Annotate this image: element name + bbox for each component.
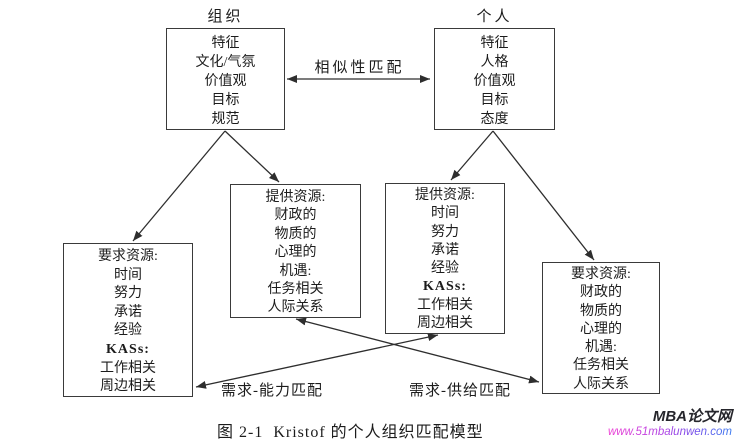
- figure-caption: 图 2-1 Kristof 的个人组织匹配模型: [217, 424, 484, 441]
- similarity-fit-label: 相似性匹配: [314, 60, 405, 76]
- person-supplies-box: 提供资源: 时间 努力 承诺 经验 KASs: 工作相关 周边相关: [385, 183, 505, 334]
- box-line: 特征: [211, 36, 240, 51]
- box-line: 机遇:: [585, 340, 617, 356]
- person-demands-box: 要求资源: 财政的 物质的 心理的 机遇: 任务相关 人际关系: [542, 262, 660, 394]
- box-line: KASs:: [423, 279, 467, 295]
- box-line: 人际关系: [267, 300, 324, 316]
- box-line: 心理的: [580, 321, 622, 337]
- box-line: 物质的: [274, 226, 317, 242]
- box-line: 工作相关: [100, 360, 156, 376]
- box-line: 经验: [431, 261, 459, 277]
- organization-box: 特征 文化/气氛 价值观 目标 规范: [166, 28, 285, 130]
- org-demands-box: 要求资源: 时间 努力 承诺 经验 KASs: 工作相关 周边相关: [63, 243, 193, 397]
- box-line: 价值观: [204, 74, 247, 89]
- box-line: 目标: [480, 93, 509, 108]
- person-to-demands-arrow: [492, 130, 595, 261]
- box-line: 周边相关: [417, 316, 473, 332]
- box-line: 价值观: [473, 74, 516, 89]
- box-line: 物质的: [580, 303, 622, 319]
- box-line: 努力: [431, 224, 459, 240]
- box-line: 提供资源:: [265, 190, 326, 205]
- box-line: 工作相关: [417, 297, 473, 313]
- box-line: 特征: [480, 36, 509, 51]
- box-line: 人格: [480, 55, 509, 70]
- person-box: 特征 人格 价值观 目标 态度: [434, 28, 555, 130]
- box-line: 态度: [480, 112, 509, 127]
- box-line: 周边相关: [100, 379, 156, 395]
- box-line: 规范: [211, 112, 240, 127]
- demands-abilities-fit-arrow: [195, 333, 439, 389]
- box-line: 要求资源:: [571, 267, 631, 282]
- person-to-supplies-arrow: [450, 130, 494, 181]
- organization-label: 组织: [207, 9, 244, 25]
- box-line: 财政的: [580, 285, 622, 301]
- org-to-supplies-arrow: [224, 130, 280, 183]
- needs-supplies-fit-label: 需求-供给匹配: [409, 383, 511, 399]
- org-to-demands-arrow: [132, 130, 226, 242]
- watermark: MBA论文网 www.51mbalunwen.com: [607, 408, 732, 438]
- box-line: 时间: [114, 267, 142, 283]
- watermark-site-url: www.51mbalunwen.com: [607, 425, 732, 438]
- box-line: 文化/气氛: [195, 55, 256, 70]
- box-line: 目标: [211, 93, 240, 108]
- box-line: 提供资源:: [415, 188, 475, 203]
- box-line: 承诺: [431, 242, 459, 258]
- box-line: 任务相关: [267, 282, 324, 298]
- box-line: 财政的: [274, 208, 317, 224]
- box-line: 人际关系: [573, 376, 629, 392]
- person-label: 个人: [476, 9, 513, 25]
- box-line: 机遇:: [279, 263, 312, 279]
- demands-abilities-fit-label: 需求-能力匹配: [221, 383, 323, 399]
- watermark-site-name: MBA论文网: [652, 408, 732, 425]
- box-line: 心理的: [274, 245, 317, 261]
- box-line: 时间: [431, 206, 459, 222]
- org-supplies-box: 提供资源: 财政的 物质的 心理的 机遇: 任务相关 人际关系: [230, 184, 361, 318]
- box-line: 经验: [114, 323, 142, 339]
- box-line: 承诺: [114, 304, 142, 320]
- box-line: 努力: [114, 286, 142, 302]
- box-line: KASs:: [106, 341, 150, 357]
- box-line: 要求资源:: [98, 249, 158, 264]
- box-line: 任务相关: [573, 358, 629, 374]
